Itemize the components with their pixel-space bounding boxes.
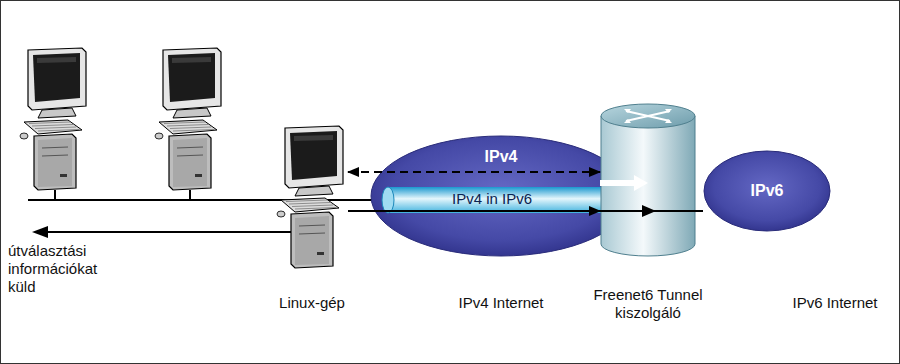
tunnel-tube: IPv4 in IPv6 [382, 187, 632, 213]
lan-bus [28, 199, 392, 201]
node-caption: Freenet6 Tunnel kiszolgáló [583, 286, 713, 322]
ipv6-link [696, 210, 703, 212]
linux-computer: Linux-gép [276, 126, 348, 272]
node-caption: IPv4 Internet [431, 294, 571, 312]
router-shape [600, 103, 696, 257]
computer-shape [276, 126, 348, 272]
ipv6-cloud: IPv6IPv6 Internet [703, 150, 831, 232]
node-caption: Linux-gép [266, 294, 358, 312]
tunnel-server: Freenet6 Tunnel kiszolgáló [600, 103, 696, 257]
computer-icon [155, 48, 221, 190]
node-label: IPv4 in IPv6 [392, 190, 592, 208]
control-arrow [348, 171, 600, 173]
node-caption: IPv6 Internet [785, 294, 885, 312]
routing-arrow [44, 231, 292, 233]
note-label: útválasztási információkat küld [8, 242, 120, 296]
node-label: IPv6 [703, 182, 831, 200]
bus-stub [189, 190, 191, 200]
arrow-head [32, 226, 48, 238]
node-label: IPv4 [461, 148, 541, 166]
computer-icon [20, 48, 86, 190]
bus-stub [54, 190, 56, 200]
tunnel-arrow [348, 210, 600, 212]
